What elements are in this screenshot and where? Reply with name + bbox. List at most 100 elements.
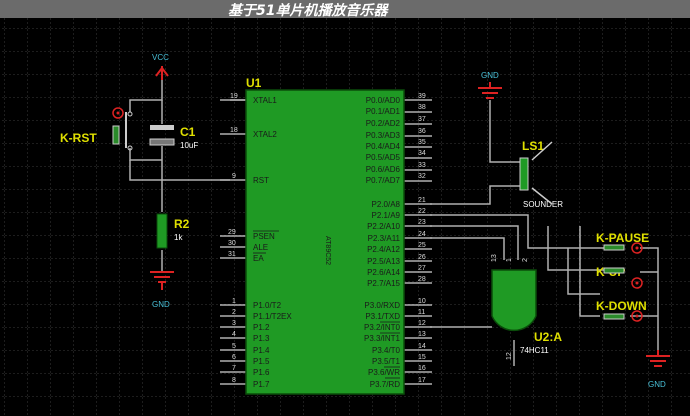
pin-number: 24 bbox=[418, 231, 426, 238]
pin-number: 19 bbox=[230, 93, 238, 100]
pin-name: P3.3/INT1 bbox=[364, 334, 401, 343]
pin-number: 37 bbox=[418, 116, 426, 123]
k-up-button[interactable]: K-UP bbox=[596, 265, 643, 289]
pin-number: 12 bbox=[506, 352, 513, 360]
pin-name: P1.5 bbox=[253, 357, 270, 366]
pin-name: P0.0/AD0 bbox=[366, 96, 401, 105]
pin-name: P1.2 bbox=[253, 323, 270, 332]
ls1-sounder[interactable]: LS1 SOUNDER bbox=[519, 139, 563, 209]
button-plunger-icon bbox=[603, 244, 625, 251]
button-actuator-dot bbox=[635, 246, 639, 250]
pin-name: XTAL2 bbox=[253, 130, 277, 139]
pin-number: 5 bbox=[232, 343, 236, 350]
pin-name: P3.7/RD bbox=[370, 380, 400, 389]
pin-number: 39 bbox=[418, 93, 426, 100]
pin-number: 4 bbox=[232, 331, 236, 338]
u1-chip-body[interactable] bbox=[245, 89, 405, 395]
pin-number: 1 bbox=[506, 258, 513, 262]
ground-icon bbox=[478, 82, 502, 99]
pin-number: 34 bbox=[418, 150, 426, 157]
pin-name: P3.2/INT0 bbox=[364, 323, 401, 332]
pin-number: 12 bbox=[418, 320, 426, 327]
vcc-label: VCC bbox=[152, 53, 169, 62]
pin-number: 11 bbox=[418, 309, 425, 316]
k-pause-button[interactable]: K-PAUSE bbox=[596, 231, 649, 254]
pin-number: 22 bbox=[418, 208, 426, 215]
pin-number: 25 bbox=[418, 242, 426, 249]
pin-number: 13 bbox=[418, 331, 426, 338]
pin-name: P3.4/T0 bbox=[372, 346, 401, 355]
ls1-value: SOUNDER bbox=[523, 200, 563, 209]
pin-name: P2.6/A14 bbox=[367, 268, 400, 277]
switch-pin bbox=[127, 111, 133, 117]
pin-number: 18 bbox=[230, 127, 238, 134]
pin-name: P0.7/AD7 bbox=[366, 176, 401, 185]
pin-number: 23 bbox=[418, 219, 426, 226]
pin-name: P2.7/A15 bbox=[367, 279, 400, 288]
u1-ref-label: U1 bbox=[246, 76, 262, 90]
pin-number: 15 bbox=[418, 354, 426, 361]
button-actuator-icon bbox=[631, 277, 643, 289]
pin-number: 32 bbox=[418, 173, 426, 180]
pin-number: 35 bbox=[418, 139, 426, 146]
pin-name: P1.1/T2EX bbox=[253, 312, 292, 321]
sounder-cone-icon bbox=[531, 141, 553, 205]
k-pause-label: K-PAUSE bbox=[596, 231, 649, 245]
pin-number: 8 bbox=[232, 377, 236, 384]
gnd-top[interactable]: GND bbox=[478, 71, 502, 99]
gnd-label: GND bbox=[648, 380, 666, 389]
pin-number: 33 bbox=[418, 162, 426, 169]
vcc-terminal[interactable]: VCC bbox=[152, 53, 169, 80]
overbars bbox=[253, 230, 400, 379]
pin-name: PSEN bbox=[253, 232, 275, 241]
pin-number: 9 bbox=[232, 173, 236, 180]
pin-number: 31 bbox=[228, 251, 236, 258]
pin-name: ALE bbox=[253, 243, 268, 252]
k-rst-switch[interactable]: K-RST bbox=[60, 107, 133, 151]
switch-actuator-icon bbox=[112, 107, 124, 119]
k-rst-label: K-RST bbox=[60, 131, 97, 145]
pin-number: 29 bbox=[228, 229, 236, 236]
gnd-label: GND bbox=[152, 300, 170, 309]
pin-name: P3.5/T1 bbox=[372, 357, 401, 366]
sounder-body-icon bbox=[519, 157, 529, 191]
c1-value: 10uF bbox=[180, 141, 198, 150]
r2-label: R2 bbox=[174, 217, 190, 231]
vcc-arrow-icon bbox=[155, 66, 169, 80]
title-bar: 基于51单片机播放音乐器 bbox=[0, 0, 690, 19]
ground-icon bbox=[150, 271, 174, 290]
c1-label: C1 bbox=[180, 125, 196, 139]
c1-capacitor[interactable]: C1 10uF bbox=[149, 125, 198, 150]
pin-number: 27 bbox=[418, 265, 426, 272]
k-down-button[interactable]: K-DOWN bbox=[596, 299, 647, 322]
pin-number: 13 bbox=[491, 254, 498, 262]
pin-name: P1.6 bbox=[253, 368, 270, 377]
u2a-label: U2:A bbox=[534, 330, 562, 344]
pin-number: 3 bbox=[232, 320, 236, 327]
ls1-label: LS1 bbox=[522, 139, 544, 153]
button-plunger-icon bbox=[603, 267, 625, 274]
gnd-right[interactable]: GND bbox=[646, 350, 670, 389]
r2-value: 1k bbox=[174, 233, 183, 242]
u1-right-pin-numbers: 39 38 37 36 35 34 33 32 21 22 23 24 25 2… bbox=[418, 93, 426, 384]
pin-name: P0.3/AD3 bbox=[366, 131, 401, 140]
r2-resistor[interactable]: R2 1k bbox=[156, 213, 190, 249]
capacitor-plate-icon bbox=[150, 125, 174, 130]
pin-number: 21 bbox=[418, 197, 426, 204]
gnd-left[interactable]: GND bbox=[150, 271, 174, 309]
pin-name: EA bbox=[253, 254, 264, 263]
window-title: 基于51单片机播放音乐器 bbox=[228, 3, 388, 19]
pin-number: 28 bbox=[418, 276, 426, 283]
button-actuator-icon bbox=[631, 310, 643, 322]
pin-number: 7 bbox=[232, 365, 236, 372]
pin-name: P0.1/AD1 bbox=[366, 107, 401, 116]
pin-name: P0.6/AD6 bbox=[366, 165, 401, 174]
pin-number: 1 bbox=[232, 298, 236, 305]
u2a-value: 74HC11 bbox=[520, 346, 549, 355]
pin-name: P2.3/A11 bbox=[368, 234, 401, 243]
u1-left-pins: XTAL1 19 XTAL2 18 RST 9 PSEN 29 ALE 30 E… bbox=[228, 93, 292, 389]
button-actuator-dot bbox=[635, 314, 639, 318]
u2a-gate[interactable]: U2:A 74HC11 13 1 2 12 bbox=[491, 254, 562, 366]
